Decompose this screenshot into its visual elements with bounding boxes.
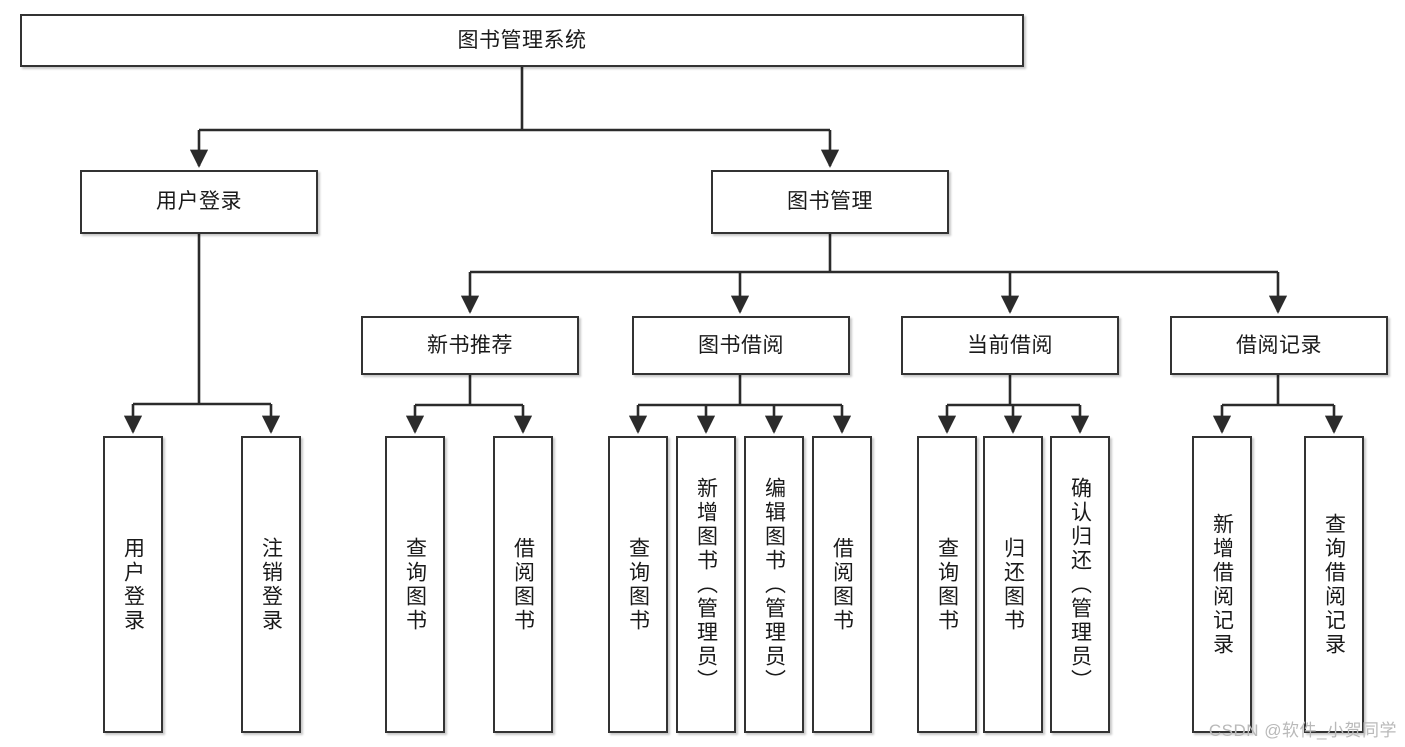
node-new-book-recommend[interactable]: 新书推荐 — [361, 316, 579, 375]
leaf-cb-return-book-label: 归还图书 — [1001, 536, 1025, 633]
leaf-nb-query-book-label: 查询图书 — [403, 536, 427, 633]
leaf-br-add-record[interactable]: 新增借阅记录 — [1192, 436, 1252, 733]
leaf-br-query-record-label: 查询借阅记录 — [1322, 512, 1346, 657]
node-book-borrow-label: 图书借阅 — [698, 333, 784, 357]
leaf-bb-add-book-admin[interactable]: 新增图书（管理员） — [676, 436, 736, 733]
leaf-user-login-label: 用户登录 — [121, 536, 145, 633]
node-book-manage-label: 图书管理 — [787, 190, 873, 214]
node-current-borrow[interactable]: 当前借阅 — [901, 316, 1119, 375]
leaf-logout[interactable]: 注销登录 — [241, 436, 301, 733]
leaf-logout-label: 注销登录 — [259, 536, 283, 633]
leaf-bb-borrow-book[interactable]: 借阅图书 — [812, 436, 872, 733]
leaf-bb-borrow-book-label: 借阅图书 — [830, 536, 854, 633]
leaf-cb-query-book-label: 查询图书 — [935, 536, 959, 633]
leaf-bb-edit-book-admin[interactable]: 编辑图书（管理员） — [744, 436, 804, 733]
node-book-borrow[interactable]: 图书借阅 — [632, 316, 850, 375]
leaf-bb-query-book-label: 查询图书 — [626, 536, 650, 633]
node-root[interactable]: 图书管理系统 — [20, 14, 1024, 67]
node-root-label: 图书管理系统 — [457, 28, 587, 52]
leaf-cb-confirm-return-admin[interactable]: 确认归还（管理员） — [1050, 436, 1110, 733]
leaf-br-add-record-label: 新增借阅记录 — [1210, 512, 1234, 657]
node-book-manage[interactable]: 图书管理 — [711, 170, 949, 234]
node-borrow-record[interactable]: 借阅记录 — [1170, 316, 1388, 375]
leaf-user-login[interactable]: 用户登录 — [103, 436, 163, 733]
leaf-cb-confirm-return-admin-label: 确认归还（管理员） — [1068, 476, 1092, 693]
watermark-text: CSDN @软件_小贺同学 — [1208, 721, 1397, 740]
node-user-login[interactable]: 用户登录 — [80, 170, 318, 234]
node-new-book-recommend-label: 新书推荐 — [427, 333, 513, 357]
leaf-bb-edit-book-admin-label: 编辑图书（管理员） — [762, 476, 786, 693]
leaf-nb-query-book[interactable]: 查询图书 — [385, 436, 445, 733]
node-current-borrow-label: 当前借阅 — [967, 333, 1053, 357]
leaf-br-query-record[interactable]: 查询借阅记录 — [1304, 436, 1364, 733]
leaf-bb-query-book[interactable]: 查询图书 — [608, 436, 668, 733]
leaf-cb-query-book[interactable]: 查询图书 — [917, 436, 977, 733]
node-user-login-label: 用户登录 — [156, 190, 242, 214]
leaf-nb-borrow-book[interactable]: 借阅图书 — [493, 436, 553, 733]
leaf-cb-return-book[interactable]: 归还图书 — [983, 436, 1043, 733]
leaf-bb-add-book-admin-label: 新增图书（管理员） — [694, 476, 718, 693]
leaf-nb-borrow-book-label: 借阅图书 — [511, 536, 535, 633]
node-borrow-record-label: 借阅记录 — [1236, 333, 1322, 357]
